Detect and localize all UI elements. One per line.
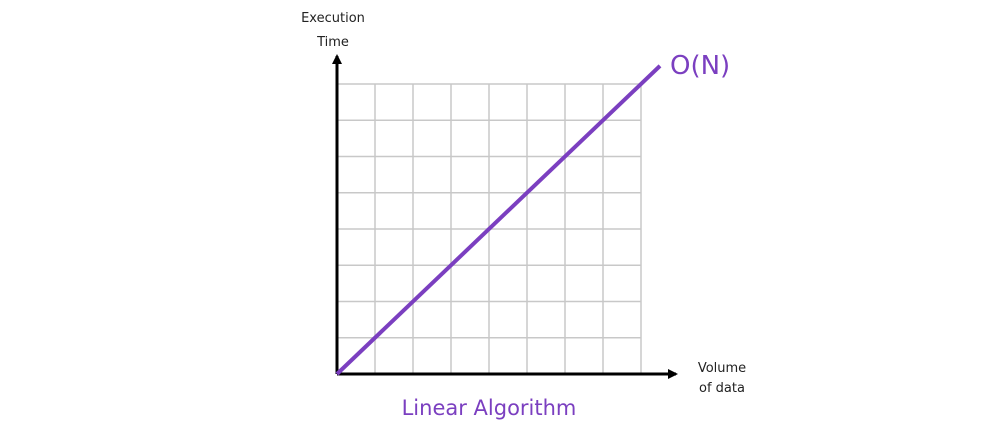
series-label: O(N) bbox=[670, 51, 730, 81]
series-group bbox=[335, 64, 662, 376]
x-axis-label-line-2: of data bbox=[699, 381, 745, 396]
x-axis-label-line-1: Volume bbox=[698, 361, 746, 376]
y-axis-label-line-1: Execution bbox=[301, 11, 365, 26]
chart-title: Linear Algorithm bbox=[402, 396, 577, 420]
y-axis-label-line-2: Time bbox=[316, 35, 349, 50]
series-line bbox=[335, 64, 662, 376]
